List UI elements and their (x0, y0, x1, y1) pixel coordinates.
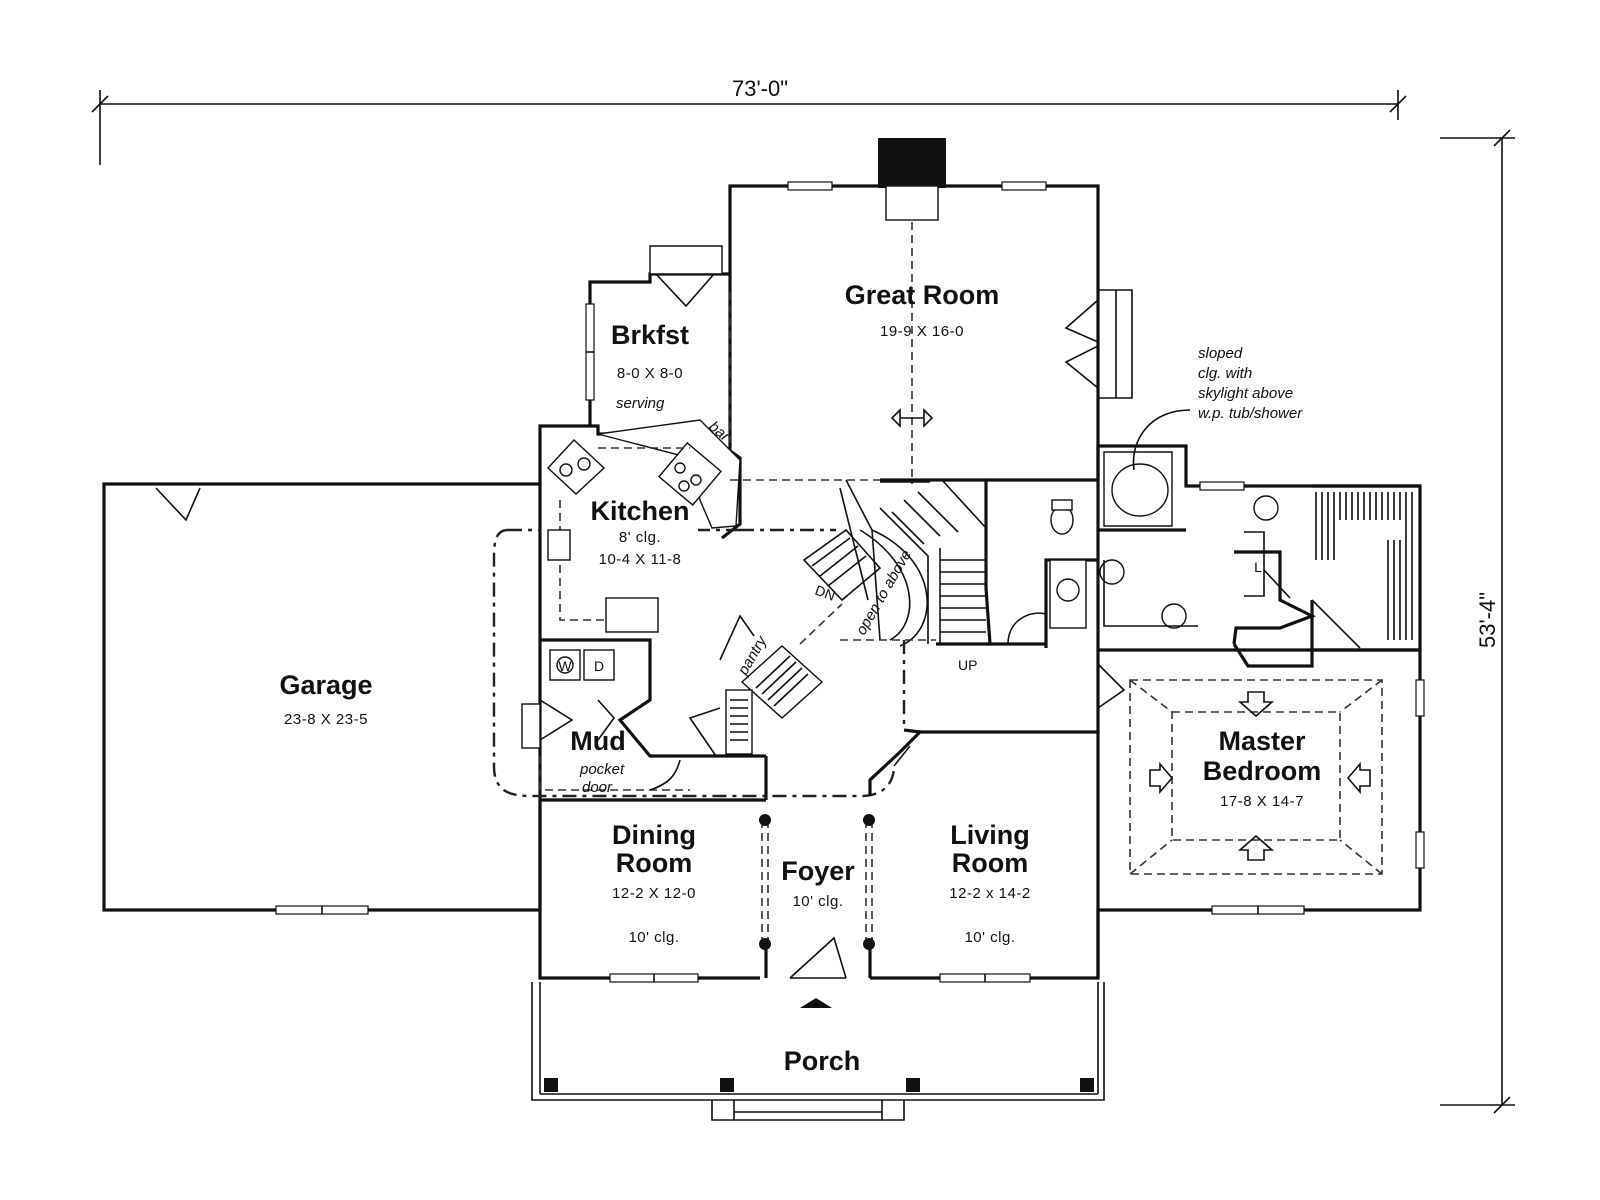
great-room-walls (728, 138, 1133, 484)
kitchen-size: 10-4 X 11-8 (599, 551, 682, 568)
hall-walls (902, 640, 1126, 734)
fireplace-hearth (885, 185, 939, 221)
skylight-leader (1132, 409, 1191, 471)
master-bedroom-walls (1096, 648, 1425, 978)
living-room-name-1: Living (950, 820, 1030, 850)
great-room-size: 19-9 X 16-0 (880, 323, 964, 340)
serving-label: serving (616, 395, 665, 412)
master-bedroom-size: 17-8 X 14-7 (1220, 793, 1304, 810)
master-bedroom-name-2: Bedroom (1203, 756, 1322, 786)
dryer-label: D (594, 658, 604, 674)
breakfast-walls (585, 245, 731, 476)
dining-room-walls (538, 798, 766, 983)
overall-width-label: 73'-0" (732, 76, 788, 101)
living-room-size: 12-2 x 14-2 (949, 885, 1030, 902)
skylight-note-2: clg. with (1198, 365, 1252, 382)
garage-walls (102, 482, 542, 915)
breakfast-size: 8-0 X 8-0 (617, 365, 683, 382)
dining-room-name-1: Dining (612, 820, 696, 850)
kitchen-name: Kitchen (590, 496, 689, 526)
porch-name: Porch (784, 1046, 861, 1076)
pocket-door-label-2: door (582, 779, 613, 796)
living-room-name-2: Room (952, 848, 1029, 878)
overall-depth-label: 53'-4" (1475, 592, 1500, 648)
porch (531, 982, 1105, 1121)
foyer-name: Foyer (781, 856, 855, 886)
skylight-note-3: skylight above (1198, 385, 1293, 402)
stairs-area (698, 478, 992, 647)
pantry (688, 603, 843, 757)
linen-label: L (1254, 559, 1262, 575)
skylight-note-4: w.p. tub/shower (1198, 405, 1303, 422)
dimension-depth: 53'-4" (1440, 129, 1515, 1114)
living-room-ceiling: 10' clg. (964, 929, 1015, 946)
skylight-note-1: sloped (1198, 345, 1243, 362)
foyer-ceiling: 10' clg. (792, 893, 843, 910)
fireplace-chimney (878, 138, 946, 188)
kitchen (538, 419, 742, 633)
dining-room-size: 12-2 X 12-0 (612, 885, 696, 902)
dining-room-name-2: Room (616, 848, 693, 878)
garage-name: Garage (279, 670, 372, 700)
washer-label: W (558, 658, 572, 674)
dimension-width: 73'-0" (91, 76, 1407, 165)
down-stair-label: DN (813, 582, 837, 604)
great-room-name: Great Room (845, 280, 1000, 310)
garage-size: 23-8 X 23-5 (284, 711, 368, 728)
mud-room-name: Mud (570, 726, 625, 756)
bath-area: L (986, 444, 1422, 668)
foyer-walls (759, 756, 875, 1008)
breakfast-name: Brkfst (611, 320, 689, 350)
up-stair-label: UP (958, 657, 977, 673)
pocket-door-label-1: pocket (579, 761, 625, 778)
master-bedroom-name-1: Master (1218, 726, 1306, 756)
dining-room-ceiling: 10' clg. (628, 929, 679, 946)
kitchen-ceiling: 8' clg. (619, 529, 661, 546)
mud-room (492, 528, 896, 798)
